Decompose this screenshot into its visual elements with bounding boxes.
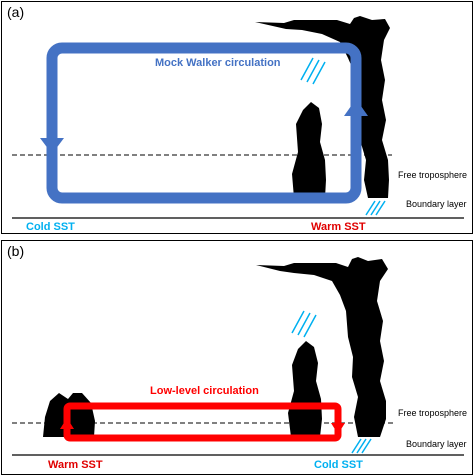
shallow-cloud bbox=[292, 102, 326, 198]
downward-arrow bbox=[40, 138, 64, 154]
rain-streaks-lower bbox=[351, 438, 372, 454]
sst-right-label: Warm SST bbox=[311, 221, 366, 233]
sst-left-label: Cold SST bbox=[26, 221, 75, 233]
circulation-label: Low-level circulation bbox=[150, 385, 259, 397]
free-troposphere-label: Free troposphere bbox=[398, 408, 468, 418]
sst-left-label: Warm SST bbox=[48, 459, 103, 471]
panel-b: (b) Low-level circulation Free troposphe… bbox=[1, 240, 473, 475]
panel-label: (a) bbox=[7, 4, 25, 20]
boundary-layer-label: Boundary layer bbox=[406, 199, 467, 209]
circulation-label: Mock Walker circulation bbox=[155, 57, 281, 69]
rain-streaks-upper bbox=[300, 57, 326, 85]
panel-a: (a) Mock Walker circulation Free troposp… bbox=[1, 1, 473, 234]
panel-b-drawing bbox=[12, 257, 464, 456]
rain-streaks-lower bbox=[365, 200, 386, 216]
mock-walker-loop bbox=[46, 42, 362, 204]
upward-arrow bbox=[60, 418, 74, 429]
deep-convective-cloud bbox=[256, 257, 388, 437]
sst-right-label: Cold SST bbox=[314, 459, 363, 471]
shallow-cloud bbox=[288, 341, 322, 437]
panel-a-drawing bbox=[12, 16, 464, 219]
downward-arrow bbox=[331, 423, 345, 434]
upward-arrow bbox=[344, 99, 368, 116]
boundary-layer-label: Boundary layer bbox=[406, 439, 467, 449]
rain-streaks-upper bbox=[291, 310, 317, 338]
panel-label: (b) bbox=[7, 243, 25, 259]
free-troposphere-label: Free troposphere bbox=[398, 170, 468, 180]
